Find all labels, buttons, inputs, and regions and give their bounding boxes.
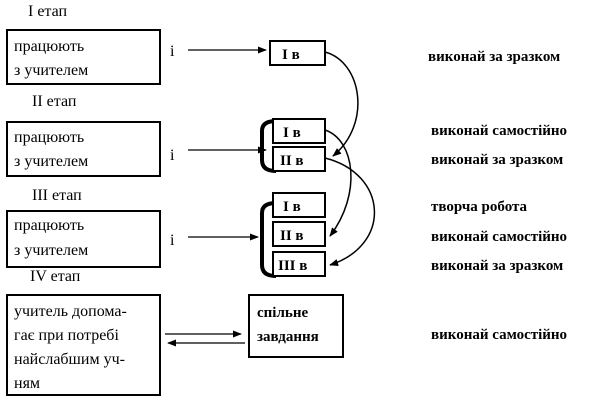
stage-4-teacher-box <box>6 294 161 396</box>
stage-3-teacher-line-2: з учителем <box>14 242 88 259</box>
stage-1-label: I етап <box>28 3 68 20</box>
stage-3-task-3: виконай за зразком <box>431 258 563 274</box>
stage-2-group-2-box <box>272 146 326 172</box>
stage-4-task-1: виконай самостійно <box>431 327 567 343</box>
stage-2-task-1: виконай самостійно <box>431 123 567 139</box>
transition-curve-stage1-to-stage2 <box>324 51 359 157</box>
transition-curve-stage2-group1 <box>324 129 352 237</box>
stage-2-teacher-box <box>6 121 161 177</box>
stage-3-group-3: III в <box>278 258 307 274</box>
stage-3-group-1: I в <box>283 199 301 215</box>
stage-4-teacher-line-1: учитель допома- <box>14 303 127 320</box>
stage-3-teacher-box <box>6 210 161 268</box>
stage-4-teacher-line-2: гає при потребі <box>14 327 119 344</box>
stage-3-task-2: виконай самостійно <box>431 229 567 245</box>
stage-1-teacher-line-1: працюють <box>14 38 84 55</box>
stage-4-label: IV етап <box>30 268 81 285</box>
stage-3-group-2-box <box>272 221 326 247</box>
stage-4-teacher-line-3: найслабшим уч- <box>14 351 125 368</box>
stage-1-connector: і <box>170 43 175 60</box>
stage-2-label: II етап <box>32 93 77 110</box>
stage-4-joint-task-box <box>248 294 344 358</box>
stage-2-group-brace <box>260 119 277 173</box>
stage-1-group-1-box <box>269 40 326 66</box>
stage-1-task-1: виконай за зразком <box>428 49 560 65</box>
stage-1-group-1: I в <box>282 47 300 63</box>
stage-3-group-2: II в <box>280 228 304 244</box>
stage-4-joint-task-line-2: завдання <box>257 329 319 345</box>
stage-3-group-brace <box>260 201 277 278</box>
stage-3-connector: і <box>170 232 175 249</box>
stage-3-teacher-line-1: працюють <box>14 217 84 234</box>
stage-3-task-1: творча робота <box>431 199 528 215</box>
transition-curve-stage2-group2 <box>324 157 376 266</box>
stage-2-group-2: II в <box>280 153 304 169</box>
stage-2-teacher-line-2: з учителем <box>14 153 88 170</box>
stage-3-group-3-box <box>272 251 326 277</box>
stage-2-connector: і <box>170 147 175 164</box>
stage-2-teacher-line-1: працюють <box>14 129 84 146</box>
stage-4-joint-task-line-1: спільне <box>257 305 308 321</box>
stage-2-group-1-box <box>272 118 326 144</box>
stage-3-group-1-box <box>272 192 326 218</box>
stage-2-task-2: виконай за зразком <box>431 152 563 168</box>
stage-1-teacher-line-2: з учителем <box>14 62 88 79</box>
stage-2-group-1: I в <box>283 125 301 141</box>
stage-1-teacher-box <box>6 29 161 85</box>
stage-4-teacher-line-4: ням <box>14 375 40 392</box>
stage-3-label: III етап <box>32 187 82 204</box>
